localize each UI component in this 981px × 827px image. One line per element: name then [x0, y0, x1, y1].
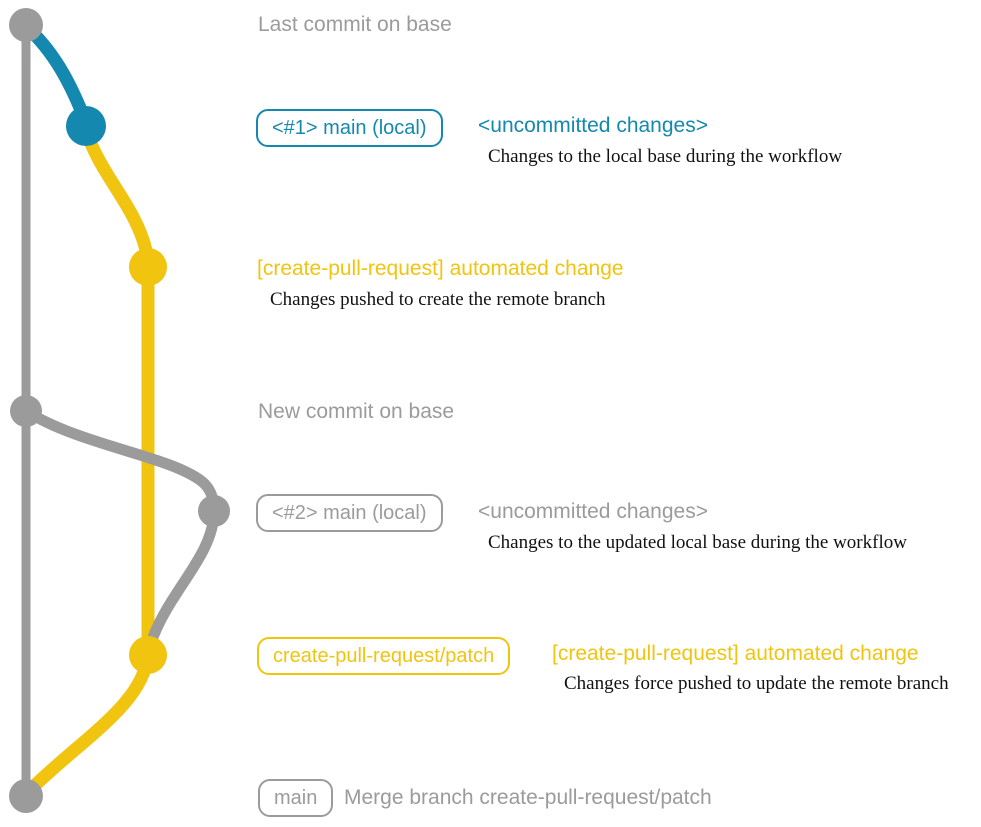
commit-dot-uncommitted-1 [66, 106, 106, 146]
commit-title-uncommitted-1: <uncommitted changes> [478, 114, 708, 137]
branch-graph [9, 8, 230, 813]
branch-badge-main-local-2: <#2> main (local) [256, 494, 443, 532]
commit-dot-new-base [10, 395, 42, 427]
branch-badge-main-local-1: <#1> main (local) [256, 109, 443, 147]
commit-title-uncommitted-2: <uncommitted changes> [478, 500, 708, 523]
patch-branch-line [21, 123, 155, 799]
local-main-branch-line-2 [20, 405, 220, 661]
commit-title-automated-2: [create-pull-request] automated change [552, 642, 919, 665]
branch-badge-patch: create-pull-request/patch [257, 637, 511, 675]
commit-note-last-base: Last commit on base [258, 13, 452, 36]
commit-dot-uncommitted-2 [198, 495, 230, 527]
commit-description-uncommitted-2: Changes to the updated local base during… [488, 532, 907, 553]
commit-description-automated-1: Changes pushed to create the remote bran… [270, 289, 606, 310]
commit-dot-merge [9, 779, 43, 813]
commit-dot-last-base [9, 8, 43, 42]
commit-dot-automated-change-2 [129, 636, 167, 674]
branch-badge-main: main [258, 779, 334, 817]
commit-description-uncommitted-1: Changes to the local base during the wor… [488, 146, 843, 167]
commit-title-merge: Merge branch create-pull-request/patch [344, 786, 712, 809]
commit-note-new-base: New commit on base [258, 400, 455, 423]
commit-description-automated-2: Changes force pushed to update the remot… [564, 673, 949, 694]
commit-title-automated-1: [create-pull-request] automated change [257, 257, 624, 280]
commit-dot-automated-change-1 [129, 248, 167, 286]
